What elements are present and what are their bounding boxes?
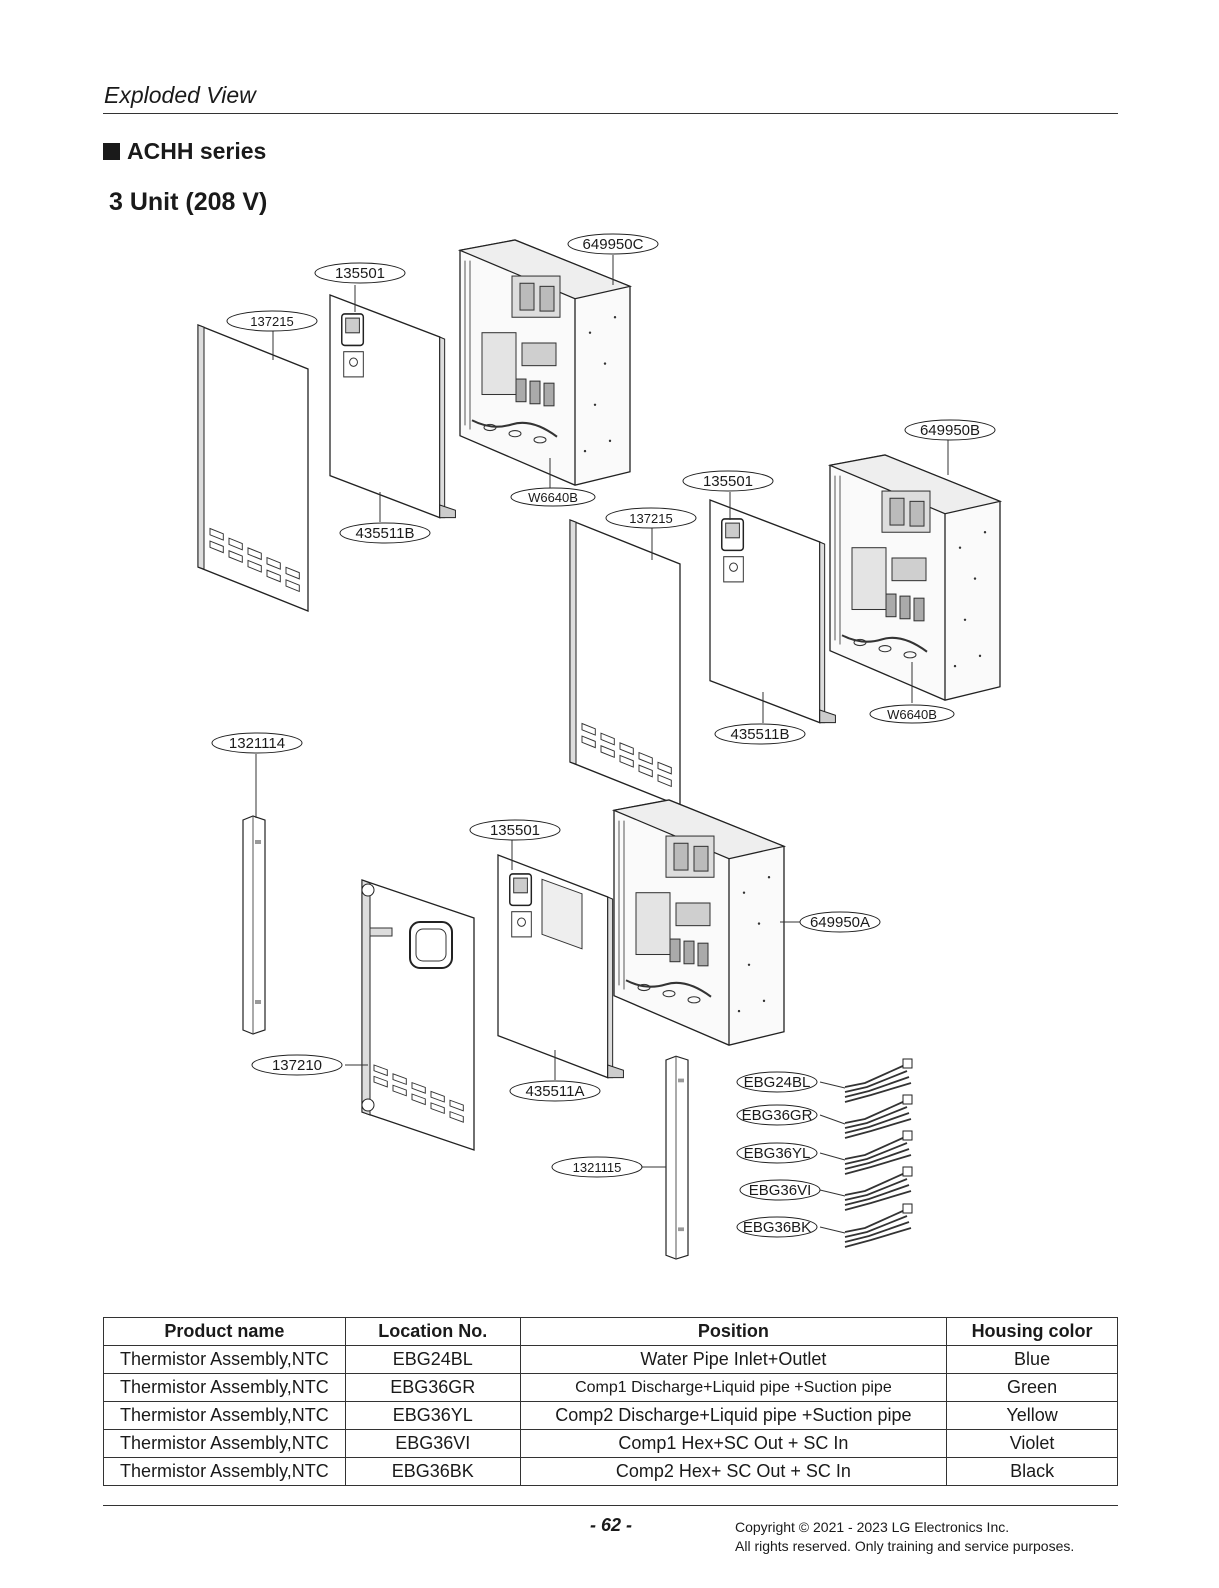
- cell-product-name: Thermistor Assembly,NTC: [103, 1401, 346, 1430]
- label-137215-middle: 137215: [629, 511, 672, 526]
- label-EBG36BK: EBG36BK: [743, 1219, 811, 1236]
- table-row: Thermistor Assembly,NTC EBG24BL Water Pi…: [103, 1345, 1118, 1374]
- label-135501-lower: 135501: [490, 822, 540, 839]
- cell-position: Comp1 Discharge+Liquid pipe +Suction pip…: [519, 1373, 948, 1402]
- thermistor-table: Product name Location No. Position Housi…: [103, 1317, 1118, 1486]
- label-EBG36VI: EBG36VI: [749, 1182, 812, 1199]
- page-number: - 62 -: [590, 1515, 633, 1535]
- series-heading: ACHH series: [103, 138, 266, 165]
- middle-unit: 649950B 135501 137215 435511B W6640B: [570, 419, 1002, 806]
- label-649950C: 649950C: [583, 236, 644, 253]
- label-435511B-middle: 435511B: [731, 726, 790, 743]
- label-135501-upper: 135501: [335, 265, 385, 282]
- label-1321115: 1321115: [573, 1160, 622, 1175]
- section-title: Exploded View: [104, 82, 256, 108]
- cell-position: Water Pipe Inlet+Outlet: [519, 1345, 948, 1374]
- cell-position: Comp2 Discharge+Liquid pipe +Suction pip…: [519, 1401, 948, 1430]
- label-435511B-upper: 435511B: [356, 525, 415, 542]
- footer-divider: [103, 1505, 1118, 1506]
- label-435511A: 435511A: [526, 1083, 585, 1100]
- copyright-notice: Copyright © 2021 - 2023 LG Electronics I…: [735, 1518, 1074, 1556]
- cell-product-name: Thermistor Assembly,NTC: [103, 1457, 346, 1486]
- label-EBG36GR: EBG36GR: [742, 1107, 813, 1124]
- lower-unit: 1321114 137210 135501 435511A 649950A 13: [211, 732, 881, 1260]
- cell-location-no: EBG36BK: [344, 1457, 521, 1486]
- label-EBG36YL: EBG36YL: [744, 1145, 811, 1162]
- cell-housing-color: Blue: [946, 1345, 1118, 1374]
- copyright-line-2: All rights reserved. Only training and s…: [735, 1538, 1075, 1554]
- label-649950B: 649950B: [920, 422, 980, 439]
- col-header-position: Position: [519, 1317, 948, 1346]
- cell-housing-color: Violet: [946, 1429, 1118, 1458]
- table-row: Thermistor Assembly,NTC EBG36GR Comp1 Di…: [103, 1373, 1118, 1402]
- label-EBG24BL: EBG24BL: [744, 1074, 811, 1091]
- cell-location-no: EBG36VI: [344, 1429, 521, 1458]
- series-title: ACHH series: [127, 138, 267, 164]
- label-W6640B-upper: W6640B: [528, 490, 578, 505]
- cell-housing-color: Green: [946, 1373, 1118, 1402]
- col-header-housing-color: Housing color: [946, 1317, 1118, 1346]
- cell-product-name: Thermistor Assembly,NTC: [103, 1373, 346, 1402]
- unit-title: 3 Unit (208 V): [109, 188, 268, 216]
- exploded-view-diagram: 649950C 135501 137215 435511B W6640B 649…: [0, 233, 1002, 1260]
- cell-housing-color: Black: [946, 1457, 1118, 1486]
- table-header-row: Product name Location No. Position Housi…: [103, 1317, 1118, 1346]
- header-divider: [103, 113, 1118, 114]
- table-row: Thermistor Assembly,NTC EBG36BK Comp2 He…: [103, 1457, 1118, 1486]
- upper-unit: 649950C 135501 137215 435511B W6640B: [198, 233, 659, 611]
- label-W6640B-middle: W6640B: [887, 707, 937, 722]
- label-137210: 137210: [272, 1057, 322, 1074]
- table-row: Thermistor Assembly,NTC EBG36VI Comp1 He…: [103, 1429, 1118, 1458]
- cell-product-name: Thermistor Assembly,NTC: [103, 1345, 346, 1374]
- cell-product-name: Thermistor Assembly,NTC: [103, 1429, 346, 1458]
- cell-position: Comp2 Hex+ SC Out + SC In: [519, 1457, 948, 1486]
- cell-housing-color: Yellow: [946, 1401, 1118, 1430]
- table-row: Thermistor Assembly,NTC EBG36YL Comp2 Di…: [103, 1401, 1118, 1430]
- square-bullet-icon: [103, 143, 120, 160]
- cell-position: Comp1 Hex+SC Out + SC In: [519, 1429, 948, 1458]
- label-137215-upper: 137215: [250, 314, 293, 329]
- label-1321114: 1321114: [229, 735, 285, 752]
- label-649950A: 649950A: [810, 914, 870, 931]
- cell-location-no: EBG24BL: [344, 1345, 521, 1374]
- thermistor-sensors: EBG24BL EBG36GR EBG36YL EBG36VI EBG36BK: [736, 1058, 913, 1248]
- copyright-line-1: Copyright © 2021 - 2023 LG Electronics I…: [735, 1519, 1010, 1535]
- label-135501-middle: 135501: [703, 473, 753, 490]
- col-header-product-name: Product name: [103, 1317, 346, 1346]
- cell-location-no: EBG36GR: [344, 1373, 521, 1402]
- cell-location-no: EBG36YL: [344, 1401, 521, 1430]
- col-header-location-no: Location No.: [344, 1317, 521, 1346]
